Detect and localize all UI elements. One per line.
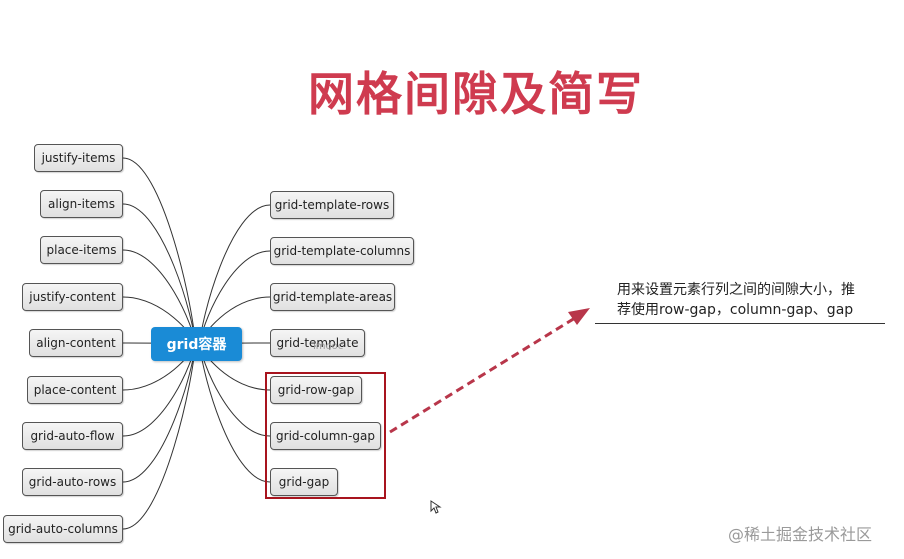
connector-left-0 bbox=[122, 157, 196, 345]
connector-left-1 bbox=[122, 203, 196, 345]
mouse-cursor-icon bbox=[430, 500, 442, 514]
gap-highlight-box bbox=[265, 372, 386, 499]
juejin-watermark: @稀土掘金技术社区 bbox=[728, 525, 873, 544]
node-grid-gap: grid-gap bbox=[270, 468, 338, 496]
connector-left-7 bbox=[122, 343, 196, 483]
node-grid-auto-rows: grid-auto-rows bbox=[22, 468, 123, 496]
node-grid-column-gap: grid-column-gap bbox=[270, 422, 381, 450]
node-place-content: place-content bbox=[27, 376, 123, 404]
connector-right-0 bbox=[199, 204, 271, 345]
node-grid-row-gap: grid-row-gap bbox=[270, 376, 362, 404]
annotation-underline bbox=[595, 323, 885, 324]
node-align-content: align-content bbox=[29, 329, 123, 357]
annotation-line-1: 用来设置元素行列之间的间隙大小，推 bbox=[617, 282, 855, 298]
node-place-items: place-items bbox=[40, 236, 123, 264]
node-grid-auto-columns: grid-auto-columns bbox=[3, 515, 123, 543]
center-node: grid容器 bbox=[151, 327, 242, 361]
node-justify-items: justify-items bbox=[34, 144, 123, 172]
connector-right-6 bbox=[199, 343, 271, 483]
annotation-line-2: 荐使用row-gap，column-gap、gap bbox=[617, 302, 854, 318]
annotation-arrow-head bbox=[568, 308, 590, 325]
node-grid-template-rows: grid-template-rows bbox=[270, 191, 394, 219]
connector-left-8 bbox=[122, 343, 196, 530]
node-grid-template-areas: grid-template-areas bbox=[270, 283, 395, 311]
annotation-note: 用来设置元素行列之间的间隙大小，推 荐使用row-gap，column-gap、… bbox=[617, 280, 883, 320]
annotation-arrow-line bbox=[389, 316, 576, 434]
node-justify-content: justify-content bbox=[22, 283, 123, 311]
node-grid-template: grid-template bbox=[270, 329, 365, 357]
imooc-watermark: imooc bbox=[313, 341, 344, 352]
node-grid-auto-flow: grid-auto-flow bbox=[22, 422, 123, 450]
page-title: 网格间隙及简写 bbox=[308, 67, 644, 121]
node-grid-template-columns: grid-template-columns bbox=[270, 237, 414, 265]
node-align-items: align-items bbox=[40, 190, 123, 218]
